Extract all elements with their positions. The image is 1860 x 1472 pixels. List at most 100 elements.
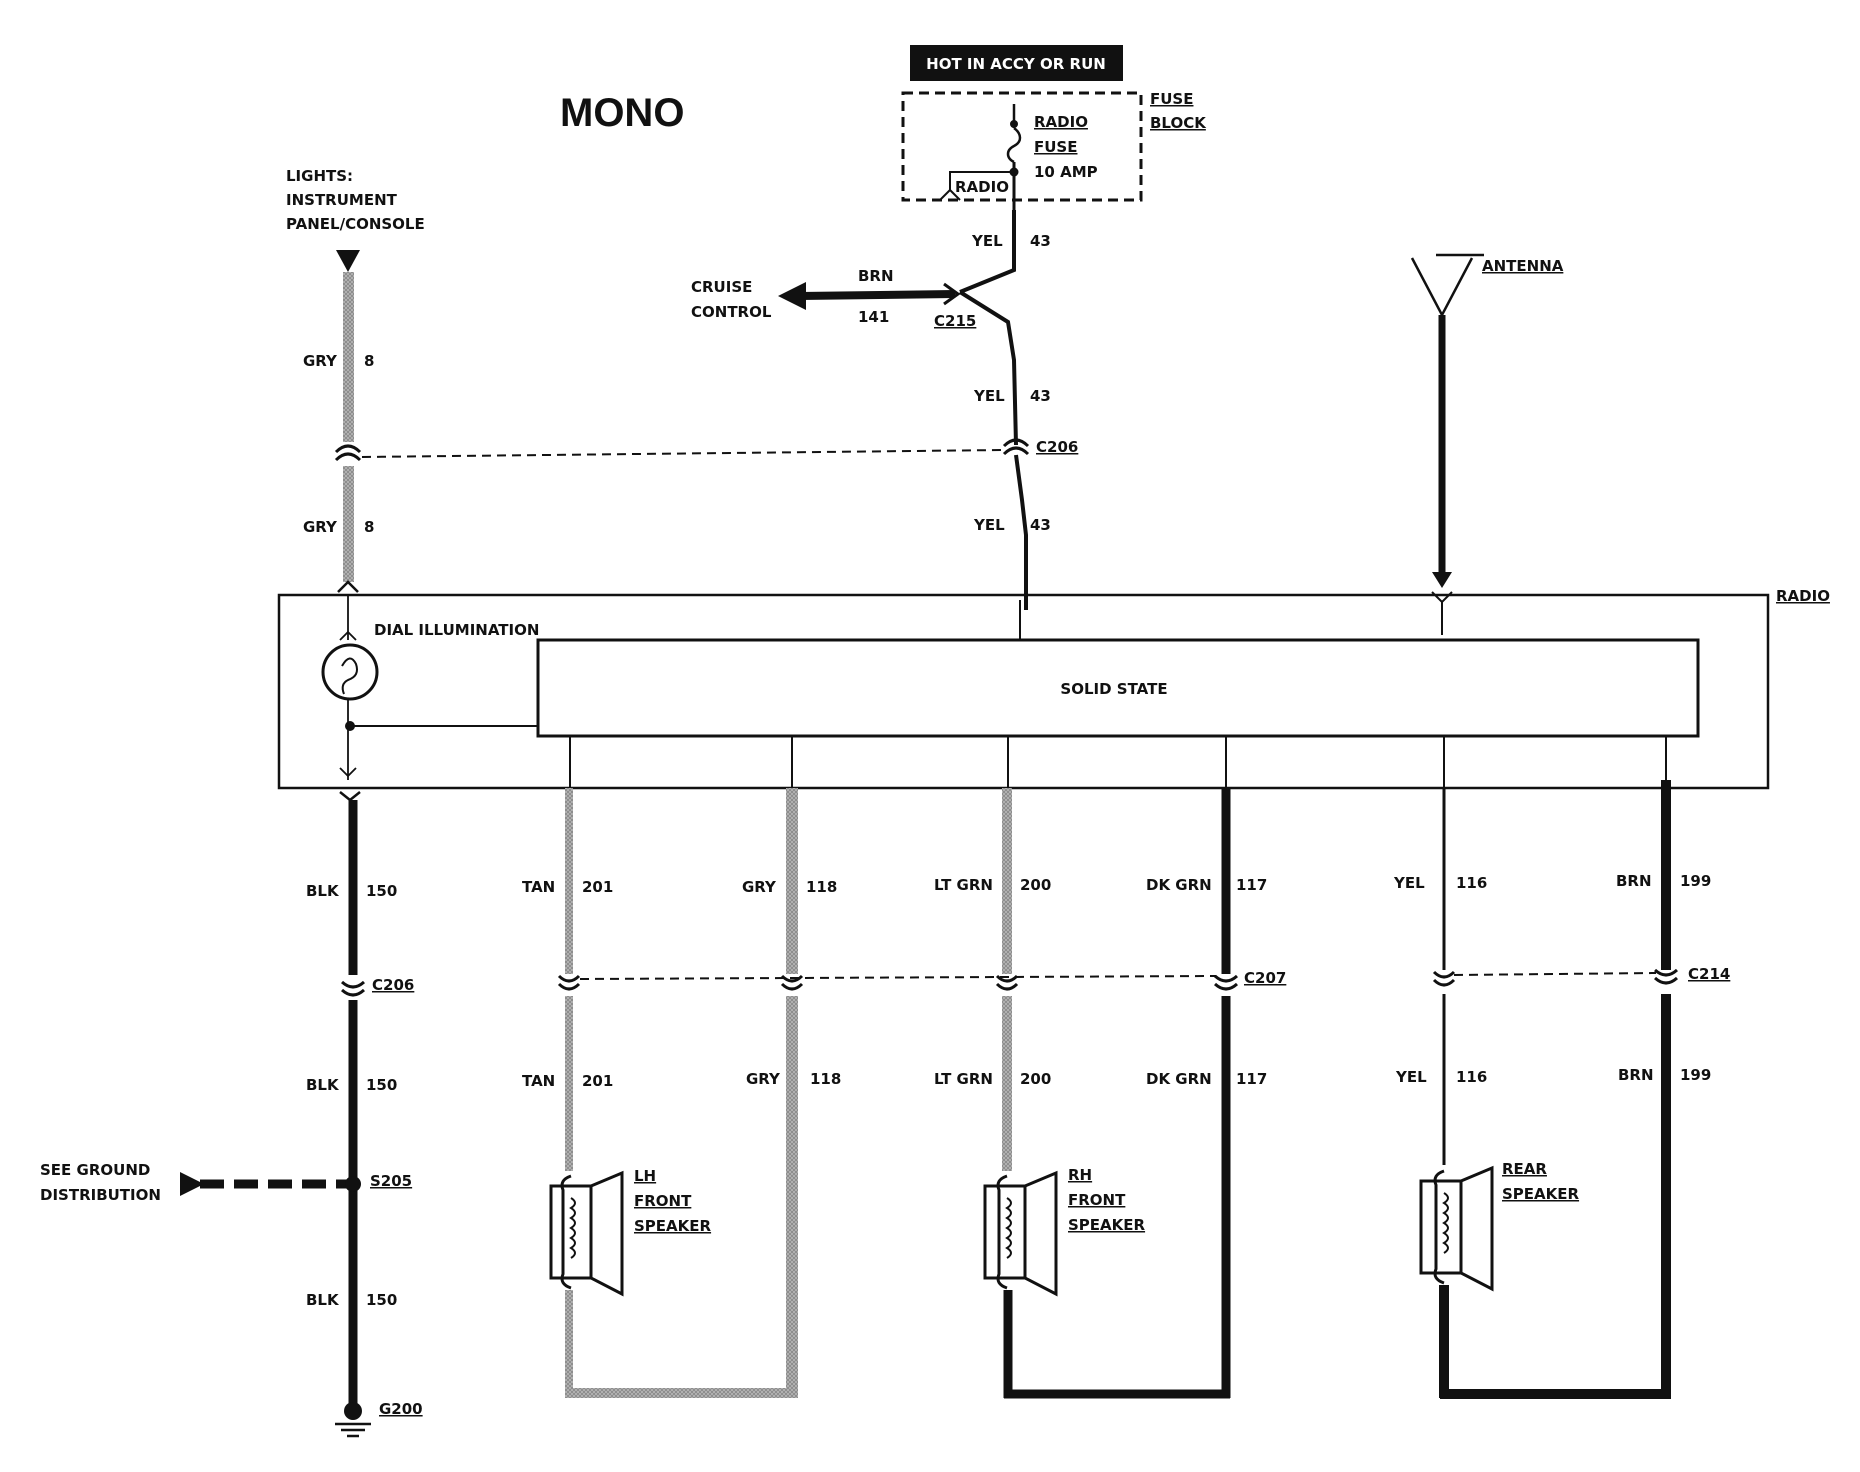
- solid-state-label: SOLID STATE: [1060, 680, 1167, 698]
- wire-brn-141: [799, 290, 956, 300]
- fuse-block-label-2: BLOCK: [1150, 114, 1207, 132]
- tan-201-circuit-1: 201: [582, 878, 613, 896]
- yel-43-color-2: YEL: [973, 387, 1005, 405]
- yel-43-circuit-3: 43: [1030, 516, 1051, 534]
- brn-141-circuit: 141: [858, 308, 889, 326]
- yel-116-color-1: YEL: [1393, 874, 1425, 892]
- antenna-label: ANTENNA: [1482, 257, 1564, 275]
- diagram-title: MONO: [560, 91, 684, 135]
- dkgrn-117-color-2: DK GRN: [1146, 1070, 1212, 1088]
- dkgrn-117-color-1: DK GRN: [1146, 876, 1212, 894]
- blk-150-circuit-1: 150: [366, 882, 397, 900]
- gry-118-color-2: GRY: [746, 1070, 781, 1088]
- radio-tag-line: [949, 171, 1012, 190]
- gry-118-circuit-1: 118: [806, 878, 837, 896]
- wire-yel-43-lower: [1014, 454, 1028, 610]
- fuse-block-label-1: FUSE: [1150, 90, 1193, 108]
- radio-tag-label: RADIO: [955, 178, 1009, 196]
- wire-tan-201-return: [565, 1290, 573, 1396]
- fuse-symbol-icon: [1006, 127, 1022, 164]
- ltgrn-200-color-2: LT GRN: [934, 1070, 993, 1088]
- radio-fuse-label-1: RADIO: [1034, 113, 1088, 131]
- radio-fuse-label-2: FUSE: [1034, 138, 1077, 156]
- dkgrn-117-circuit-1: 117: [1236, 876, 1267, 894]
- c206-yel-connector-icon: [1002, 438, 1030, 456]
- wire-tan-201-lower: [565, 996, 573, 1171]
- wire-ltgrn-200-upper: [1002, 788, 1012, 974]
- radio-fuse-rating: 10 AMP: [1034, 163, 1098, 181]
- blk-jack-icon: [339, 791, 361, 802]
- wire-gry-118-lower: [786, 996, 798, 1396]
- gry-8-circuit-2: 8: [364, 518, 374, 536]
- brn-199-color-2: BRN: [1618, 1066, 1654, 1084]
- c207-label: C207: [1244, 969, 1286, 987]
- cruise-label-1: CRUISE: [691, 278, 752, 296]
- fuse-node-bottom: [1009, 167, 1019, 177]
- c207-ltgrn-connector-icon: [995, 974, 1019, 991]
- lamp-arrow-top-icon: [339, 630, 357, 641]
- rear-speaker-icon: [1419, 1165, 1494, 1292]
- brn-141-color: BRN: [858, 267, 894, 285]
- lamp-filament-icon: [341, 657, 358, 695]
- radio-label: RADIO: [1776, 587, 1830, 605]
- g200-label: G200: [379, 1400, 423, 1418]
- c214-brn-connector-icon: [1653, 968, 1679, 985]
- blk-150-color-3: BLK: [306, 1291, 340, 1309]
- yel-43-circuit-1: 43: [1030, 232, 1051, 250]
- tan-201-circuit-2: 201: [582, 1072, 613, 1090]
- wire-yel-43-upper: [959, 210, 1016, 294]
- gry-8-circuit-1: 8: [364, 352, 374, 370]
- wire-gry-118-upper: [786, 788, 798, 974]
- lamp-arrow-bottom-icon: [339, 767, 357, 778]
- g200-node: [344, 1402, 362, 1420]
- cruise-arrow-icon: [778, 282, 806, 310]
- lights-label-2: INSTRUMENT: [286, 191, 398, 209]
- rh-speaker-label-3: SPEAKER: [1068, 1216, 1146, 1234]
- antenna-jack-icon: [1431, 591, 1453, 604]
- cruise-label-2: CONTROL: [691, 303, 772, 321]
- lh-speaker-label-1: LH: [634, 1167, 656, 1185]
- lh-speaker-label-3: SPEAKER: [634, 1217, 712, 1235]
- c206-gry-connector-icon: [334, 444, 362, 462]
- rh-speaker-label-1: RH: [1068, 1166, 1092, 1184]
- fuse-block-outline: [901, 91, 1143, 202]
- wire-gry-8-lower: [343, 466, 354, 582]
- lights-arrow-icon: [336, 250, 360, 272]
- c207-gry-connector-icon: [780, 974, 804, 991]
- dial-illumination-label: DIAL ILLUMINATION: [374, 621, 539, 639]
- c214-label: C214: [1688, 965, 1730, 983]
- blk-150-color-2: BLK: [306, 1076, 340, 1094]
- ground-distribution-arrow-icon: [180, 1172, 204, 1196]
- lights-label-1: LIGHTS:: [286, 167, 353, 185]
- ltgrn-200-circuit-1: 200: [1020, 876, 1051, 894]
- wire-yel-43-middle: [958, 290, 1018, 446]
- lh-speaker-icon: [549, 1170, 624, 1297]
- lh-speaker-label-2: FRONT: [634, 1192, 692, 1210]
- lights-label-3: PANEL/CONSOLE: [286, 215, 425, 233]
- wire-gry-8-upper: [343, 272, 354, 442]
- blk-150-circuit-2: 150: [366, 1076, 397, 1094]
- c206-blk-connector-icon: [340, 980, 366, 997]
- rear-speaker-label-1: REAR: [1502, 1160, 1547, 1178]
- antenna-icon: [1410, 257, 1474, 318]
- rh-speaker-icon: [983, 1170, 1058, 1297]
- yel-43-color-1: YEL: [971, 232, 1003, 250]
- brn-199-color-1: BRN: [1616, 872, 1652, 890]
- c206-upper-label: C206: [1036, 438, 1078, 456]
- yel-116-color-2: YEL: [1395, 1068, 1427, 1086]
- wire-lh-loop-bottom: [565, 1388, 798, 1398]
- c207-link: [579, 975, 1217, 980]
- dial-lamp-icon: [321, 643, 379, 701]
- c207-dkgrn-connector-icon: [1213, 974, 1239, 991]
- wire-tan-201-upper: [565, 788, 573, 974]
- ground-ref-label-1: SEE GROUND: [40, 1161, 150, 1179]
- c214-yel-connector-icon: [1432, 970, 1456, 987]
- c206-lower-label: C206: [372, 976, 414, 994]
- c207-tan-connector-icon: [557, 974, 581, 991]
- tan-201-color-2: TAN: [522, 1072, 555, 1090]
- brn-199-circuit-2: 199: [1680, 1066, 1711, 1084]
- lamp-top-jack-icon: [337, 580, 359, 593]
- s205-label: S205: [370, 1172, 412, 1190]
- solid-state-box: [536, 638, 1700, 738]
- yel-43-circuit-2: 43: [1030, 387, 1051, 405]
